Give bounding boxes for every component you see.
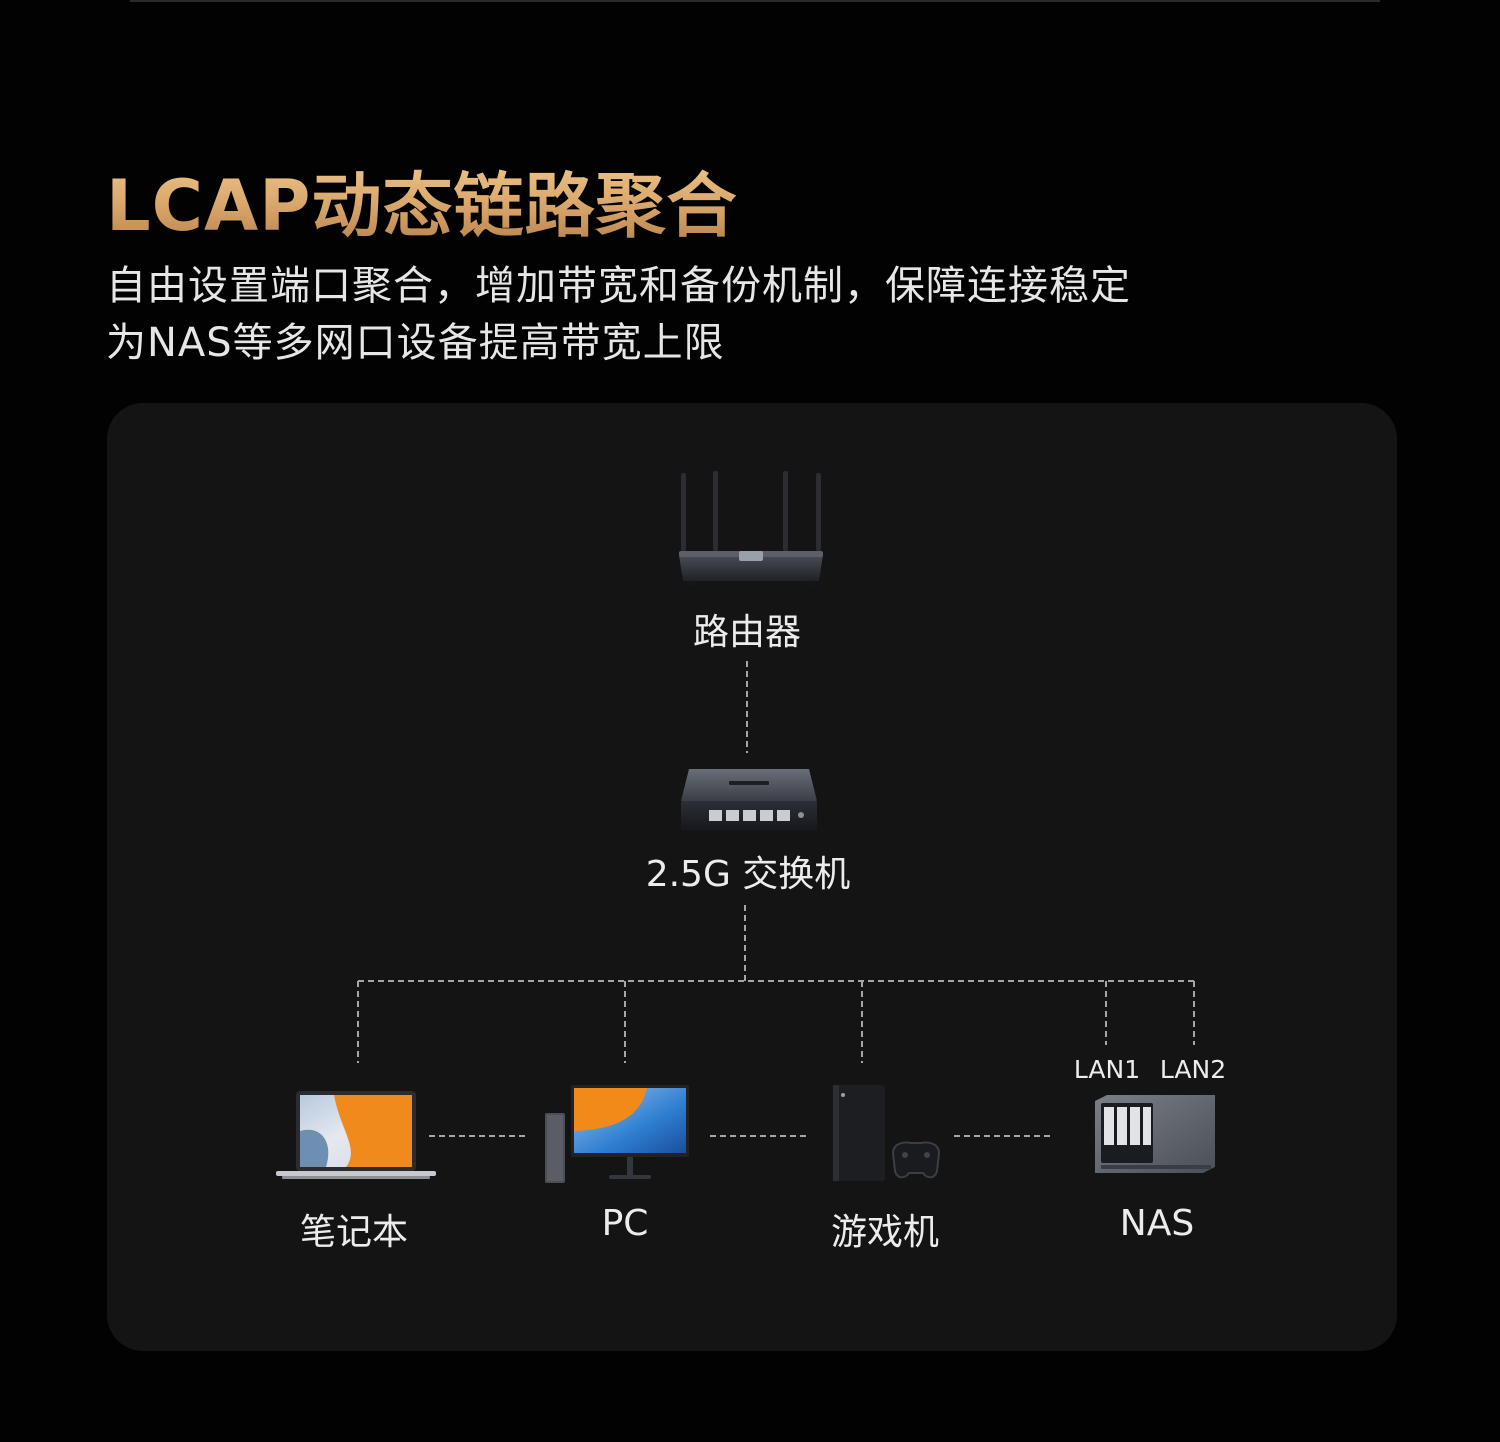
game-console-label: 游戏机 bbox=[830, 1212, 940, 1253]
page-title: LCAP动态链路聚合 bbox=[106, 150, 737, 251]
laptop-icon bbox=[276, 1091, 436, 1179]
switch-label: 2.5G 交换机 bbox=[645, 854, 851, 895]
subtitle-line-1: 自由设置端口聚合，增加带宽和备份机制，保障连接稳定 bbox=[106, 263, 1131, 309]
nas-icon bbox=[1095, 1095, 1215, 1173]
laptop-label: 笔记本 bbox=[299, 1212, 409, 1253]
switch-icon bbox=[681, 769, 817, 831]
connection-lines bbox=[357, 661, 1195, 1137]
pc-icon bbox=[545, 1085, 689, 1183]
nas-port-lan2: LAN2 bbox=[1159, 1055, 1227, 1084]
game-console-icon bbox=[833, 1085, 941, 1181]
nas-port-lan1: LAN1 bbox=[1073, 1055, 1141, 1084]
router-label: 路由器 bbox=[692, 612, 802, 653]
topology-diagram-panel: 路由器 2.5G 交换机 bbox=[107, 403, 1397, 1351]
router-icon bbox=[679, 471, 823, 586]
nas-label: NAS bbox=[1119, 1203, 1195, 1244]
pc-label: PC bbox=[601, 1203, 649, 1244]
subtitle-line-2: 为NAS等多网口设备提高带宽上限 bbox=[106, 320, 725, 366]
top-divider bbox=[130, 0, 1380, 2]
